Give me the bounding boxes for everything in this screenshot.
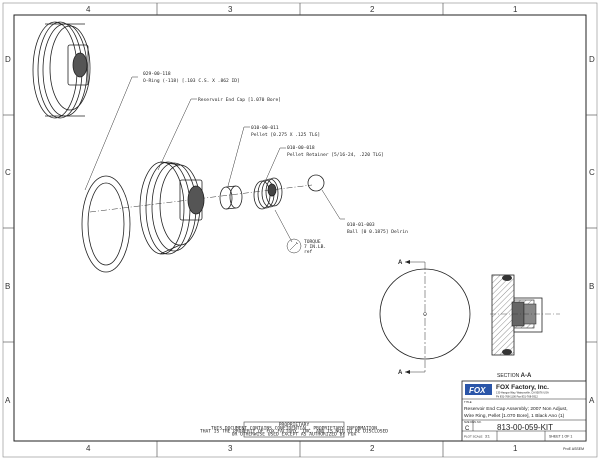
callout-labels: 029-00-118 O-Ring (-118) [.103 C.S. X .8… — [143, 71, 408, 235]
zone-row-label: C — [5, 168, 11, 177]
callout-description: Reservoir End Cap [1.070 Bore] — [198, 97, 281, 103]
title-label: TITLE — [464, 400, 472, 404]
callout-description: O-Ring (-118) [.103 C.S. X .862 ID] — [143, 78, 240, 84]
section-marker: A — [398, 260, 403, 266]
pellet — [219, 185, 243, 210]
zone-row-label: B — [589, 282, 594, 291]
callout-description: Ball [0 0.1875] Delrin — [347, 229, 408, 235]
callout-part-number: 010-00-011 — [251, 125, 279, 131]
drawing-title-line2: Wire Ring, Pellet [1.070 Bore], 1 Black … — [464, 413, 565, 419]
section-marker: A — [398, 370, 403, 376]
leader-lines — [84, 76, 345, 243]
zone-col-label: 1 — [513, 5, 518, 14]
zone-labels: 4 3 2 1 4 3 2 1 D C B A D C B A — [5, 5, 595, 453]
torque-wrench-icon — [286, 238, 302, 254]
torque-ref: ref — [304, 249, 313, 255]
company-address: 130 Hangar Way, Watsonville, CA 95076 US… — [496, 391, 549, 395]
zone-col-label: 2 — [370, 5, 375, 14]
zone-col-label: 3 — [228, 5, 233, 14]
reservoir-end-cap — [139, 161, 205, 255]
o-ring — [81, 175, 131, 273]
proprietary-line: OR OTHERWISE USED EXCEPT AS AUTHORIZED B… — [232, 432, 357, 438]
callout-part-number: 010-01-003 — [347, 222, 375, 228]
zone-col-label: 2 — [370, 444, 375, 453]
logo-text: FOX — [469, 386, 486, 395]
zone-col-label: 4 — [86, 5, 91, 14]
zone-row-label: D — [589, 55, 595, 64]
proprietary-line: THIS DOCUMENT CONTAINS CONFIDENTIAL, PRO… — [211, 426, 377, 432]
drawing-number: 813-00-059-KIT — [497, 423, 553, 432]
plot-scale: 3:1 — [485, 435, 490, 439]
company-name: FOX Factory, Inc. — [496, 384, 549, 391]
title-block: FOX FOX Factory, Inc. 130 Hangar Way, Wa… — [461, 380, 587, 451]
proprietary-title: PROPRIETARY — [279, 422, 310, 428]
zone-row-label: B — [5, 282, 10, 291]
callout-part-number: 010-00-018 — [287, 145, 315, 151]
proprietary-note: PROPRIETARY THIS DOCUMENT CONTAINS CONFI… — [200, 421, 388, 438]
proprietary-line: THAT IS THE PROPERTY OF FOX FACTORY, INC… — [200, 429, 388, 435]
company-phone: Ph 831-768-1100 Fax 831-768-9312 — [496, 395, 538, 399]
size-dwg-label: SIZE DWG NO. — [464, 421, 482, 424]
sheet-size: C — [465, 426, 470, 432]
sheet-number: SHEET 1 OF 1 — [549, 435, 572, 439]
section-view: SECTION A-A — [490, 274, 560, 379]
zone-row-label: C — [589, 168, 595, 177]
plot-scale-label: PLOT SCALE — [464, 435, 482, 439]
software-label: ProE ASSEM — [563, 447, 584, 451]
ball — [307, 174, 325, 192]
callout-part-number: 029-00-118 — [143, 71, 171, 77]
zone-row-label: A — [5, 396, 11, 405]
zone-row-label: A — [589, 396, 595, 405]
fox-logo: FOX — [465, 384, 492, 395]
section-label: SECTION A-A — [497, 373, 532, 379]
callout-description: Pellet Retainer [5/16-24, .220 TLG] — [287, 152, 384, 158]
zone-col-label: 4 — [86, 444, 91, 453]
callout-description: Pellet [0.275 X .125 TLG] — [251, 132, 320, 138]
pellet-retainer — [253, 177, 283, 210]
end-cap-assembled-view — [32, 21, 91, 119]
torque-value: 7 IN.LB. — [304, 244, 326, 250]
zone-col-label: 1 — [513, 444, 518, 453]
front-view: A A — [379, 260, 471, 376]
zone-markers — [3, 3, 597, 457]
torque-label: TORQUE — [304, 239, 321, 245]
zone-row-label: D — [5, 55, 11, 64]
torque-note: TORQUE 7 IN.LB. ref — [286, 238, 326, 255]
drawing-title-line1: Reservoir End Cap Assembly; 2007 Non Adj… — [464, 406, 568, 412]
zone-col-label: 3 — [228, 444, 233, 453]
